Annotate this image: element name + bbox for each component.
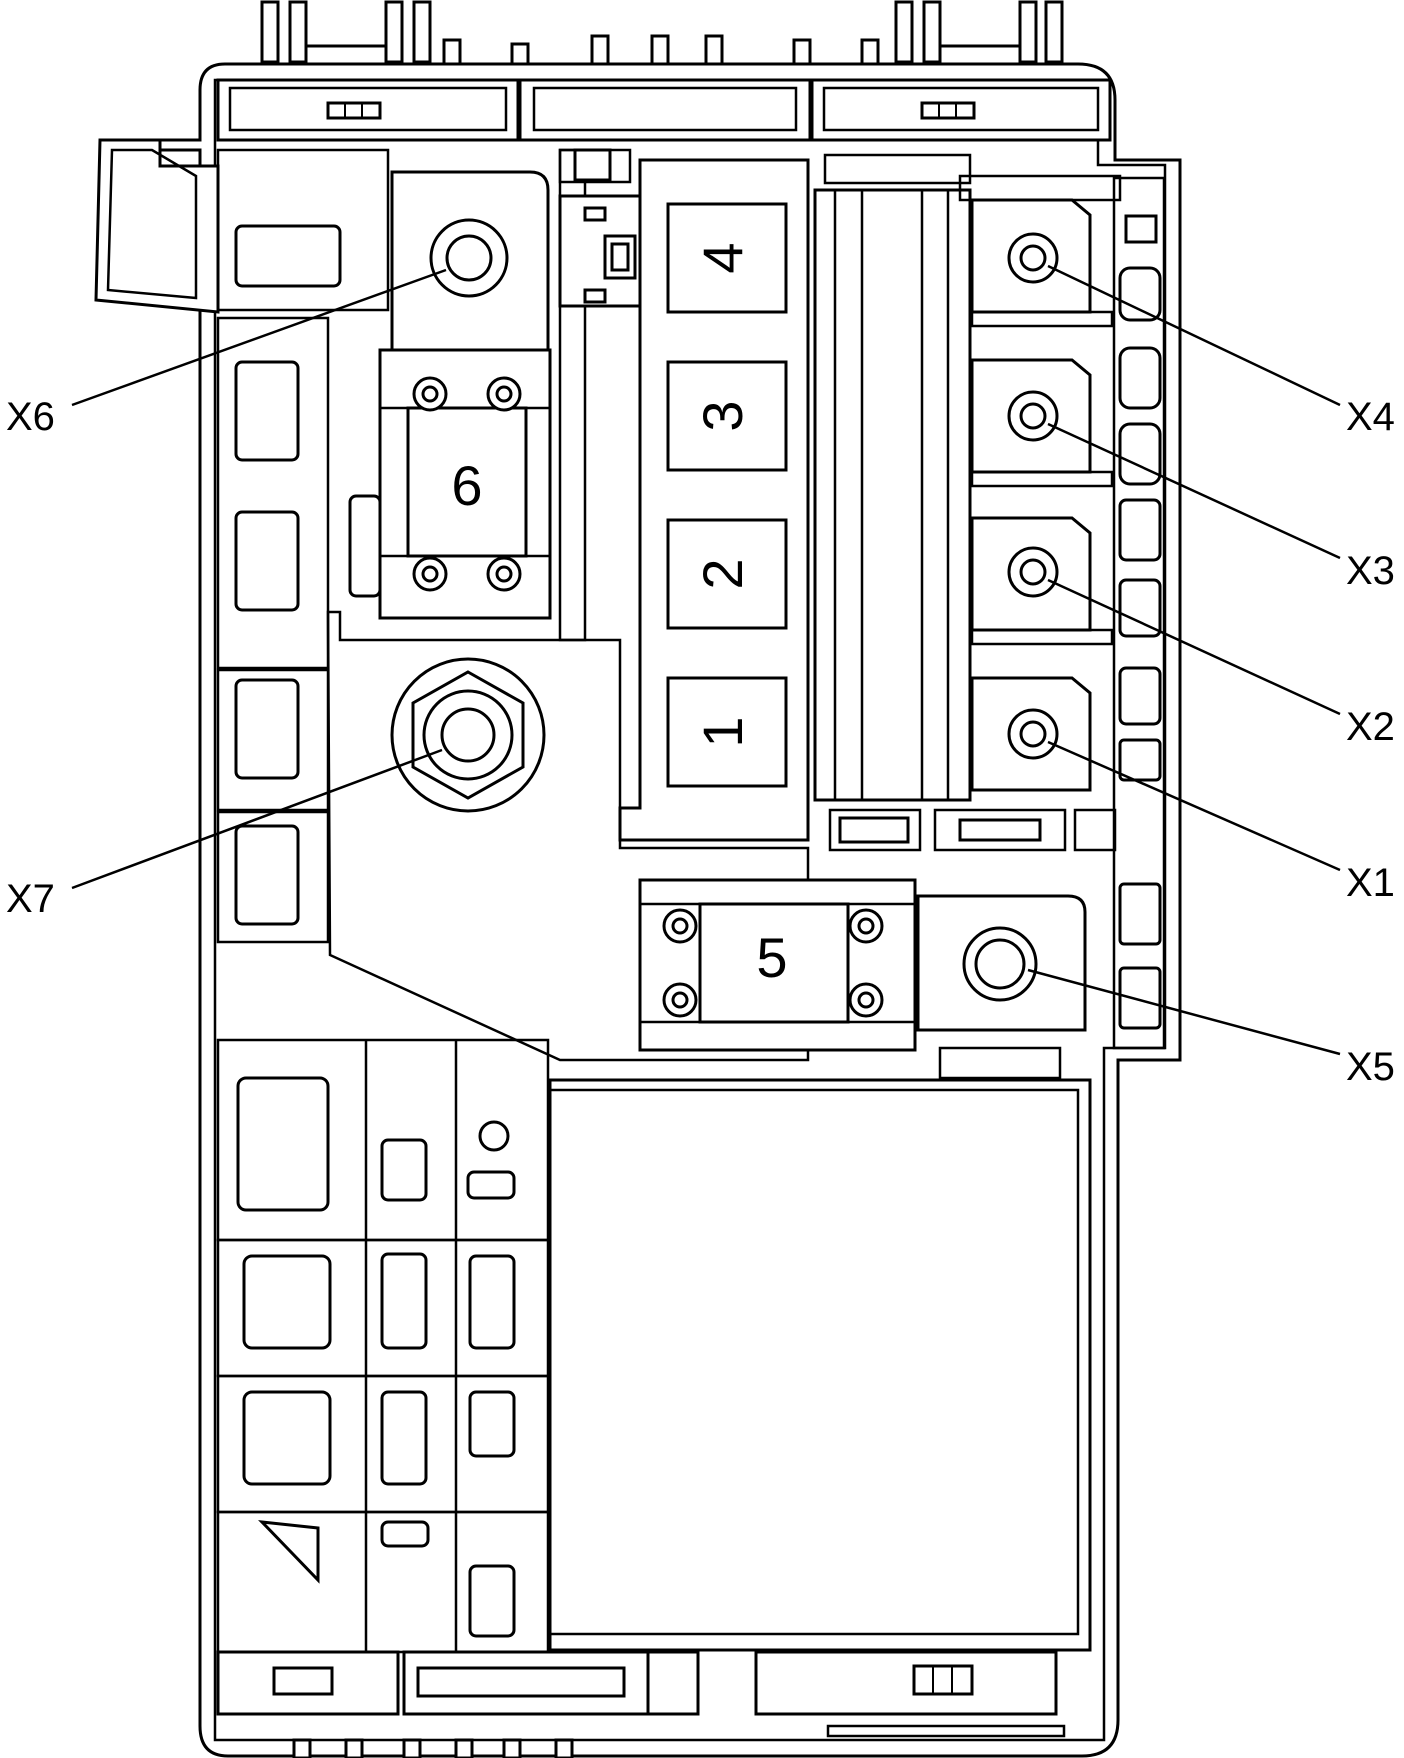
top-clips (260, 0, 1064, 68)
terminal-label-x4: X4 (1346, 395, 1395, 439)
leader-lines (71, 264, 1341, 1056)
leader-x2 (1047, 578, 1341, 716)
fuse-label-2: 2 (691, 558, 754, 589)
fuse-label-3: 3 (691, 400, 754, 431)
leader-x3 (1047, 422, 1341, 560)
fuse-label-6: 6 (451, 454, 482, 517)
right-edge-compartments (1112, 176, 1166, 1050)
fuse-box-5 (698, 902, 850, 1024)
leader-x1 (1047, 740, 1341, 872)
terminal-label-x5: X5 (1346, 1045, 1395, 1089)
leader-x4 (1047, 264, 1341, 407)
fuse-box-3 (666, 360, 788, 472)
stud-x7 (390, 657, 546, 813)
relay-connector (558, 148, 642, 308)
fuse-5-bolts (662, 908, 884, 1018)
fuse-box-2 (666, 518, 788, 630)
bottom-connector-strip (216, 1650, 1066, 1758)
terminal-label-x2: X2 (1346, 705, 1395, 749)
leader-x7 (71, 748, 443, 890)
terminal-label-x6: X6 (6, 395, 55, 439)
bottom-left-grid (216, 1038, 550, 1654)
terminal-label-x3: X3 (1346, 549, 1395, 593)
fuse-box-6 (406, 406, 528, 558)
studs-x1-x4 (1007, 232, 1059, 760)
fuse-box-1 (666, 676, 788, 788)
fuse-box-4 (666, 202, 788, 314)
terminal-label-x7: X7 (6, 877, 55, 921)
fuse-6-assembly (378, 170, 552, 620)
top-connector-strip (216, 78, 1112, 142)
left-compartments (216, 148, 390, 944)
leader-x5 (1027, 968, 1341, 1056)
terminal-label-x1: X1 (1346, 861, 1395, 905)
fuse-label-1: 1 (691, 716, 754, 747)
bus-bars (813, 153, 972, 802)
maxi-fuse-panel (618, 158, 810, 842)
bottom-right-pocket (548, 1078, 1092, 1652)
stud-x6 (429, 218, 509, 298)
lower-right-strip (828, 808, 1117, 1080)
fuse-6-bolts (412, 376, 522, 592)
fuse-label-5: 5 (756, 926, 787, 989)
leader-x6 (71, 268, 447, 407)
stud-x5 (962, 926, 1038, 1002)
fuse-label-4: 4 (691, 242, 754, 273)
